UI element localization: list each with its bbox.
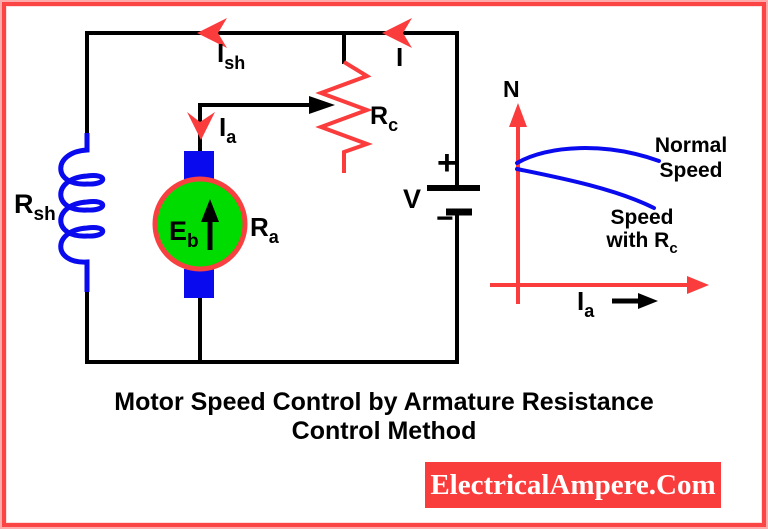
normal-speed-curve <box>515 146 661 165</box>
shunt-field-coil: Rsh <box>14 133 106 292</box>
watermark-banner: ElectricalAmpere.Com <box>425 462 721 508</box>
ia-axis-arrowhead-icon <box>638 293 658 309</box>
rsh-label: Rsh <box>14 189 56 225</box>
x-axis-arrowhead-icon <box>687 276 709 294</box>
ia-axis-label: Ia <box>577 286 595 321</box>
voltage-label: V <box>403 184 421 214</box>
motor-brush-bottom <box>184 269 214 298</box>
ia-label: Ia <box>219 112 237 147</box>
speed-with-rc-curve <box>515 167 656 210</box>
speed-with-rc-label-line2: with Rc <box>605 229 677 257</box>
ra-label: Ra <box>250 212 280 247</box>
motor: Eb Ra <box>152 151 280 298</box>
ia-arrowhead-icon <box>187 112 215 140</box>
eb-label: Eb <box>169 216 199 252</box>
battery-plus-sign: + <box>437 144 457 182</box>
speed-with-rc-label-line1: Speed <box>610 206 673 229</box>
ish-label: Ish <box>217 38 245 73</box>
figure-title: Motor Speed Control by Armature Resistan… <box>0 388 768 446</box>
n-axis-label: N <box>503 76 520 102</box>
motor-brush-top <box>184 151 214 180</box>
figure-title-line1: Motor Speed Control by Armature Resistan… <box>114 388 654 416</box>
motor-armature-circle <box>152 176 248 272</box>
supply-battery: + − V <box>403 144 480 235</box>
i-arrowhead-icon <box>382 18 412 48</box>
speed-graph: N Normal Speed Speed with Rc Ia <box>490 76 727 321</box>
rc-label: Rc <box>370 102 398 135</box>
watermark-text: ElectricalAmpere.Com <box>430 468 716 501</box>
back-emf-arrowhead-icon <box>201 199 219 222</box>
normal-speed-label-line1: Normal <box>655 134 727 157</box>
rc-zigzag-icon <box>315 60 373 173</box>
i-label: I <box>396 42 403 72</box>
y-axis-arrowhead-icon <box>509 103 527 127</box>
control-resistor: Rc <box>315 60 398 173</box>
armature-tap-arrowhead-icon <box>309 96 335 114</box>
coil-icon <box>58 133 106 292</box>
current-arrows: Ish I Ia <box>187 18 412 147</box>
ish-arrowhead-icon <box>197 18 227 48</box>
wire-armature-tap <box>198 103 311 153</box>
battery-minus-sign: − <box>436 202 454 235</box>
figure-title-line2: Control Method <box>291 417 477 445</box>
normal-speed-label-line2: Speed <box>659 159 722 182</box>
